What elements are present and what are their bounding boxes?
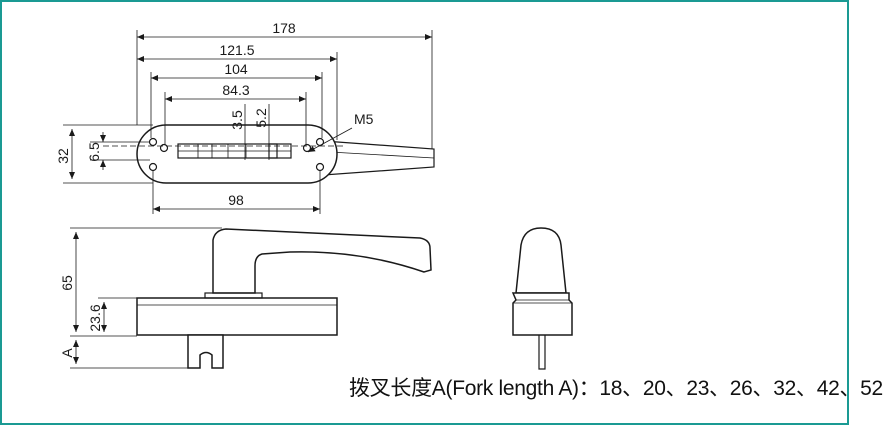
dim-base-height: 32 (55, 148, 71, 164)
dim-side-base-height: 23.6 (87, 304, 103, 331)
fork-length-caption: 拨叉长度A(Fork length A)：18、20、23、26、32、42、5… (349, 377, 883, 400)
end-view (511, 227, 573, 370)
dim-slot-offset-b: 5.2 (253, 108, 269, 128)
thread-label: M5 (354, 111, 374, 127)
top-view: 178 121.5 104 84.3 3.5 5.2 M5 32 6.5 (55, 20, 435, 214)
top-view-base-plate (136, 124, 338, 184)
end-view-handle (515, 227, 567, 294)
end-view-base (511, 292, 573, 336)
technical-drawing: 178 121.5 104 84.3 3.5 5.2 M5 32 6.5 (55, 20, 573, 370)
dim-overall-height: 65 (59, 275, 75, 291)
side-view-base (136, 297, 338, 336)
dim-overall-length: 178 (272, 20, 296, 36)
dim-hole-spacing: 6.5 (86, 142, 102, 162)
dim-slot-offset-a: 3.5 (229, 110, 245, 130)
dim-bottom-length: 98 (228, 192, 244, 208)
dim-fork-length: A (59, 348, 75, 358)
dim-length-121: 121.5 (219, 42, 254, 58)
side-view: 65 23.6 A (59, 227, 432, 369)
drawing-frame (0, 0, 849, 425)
side-view-fork (187, 334, 224, 369)
end-view-spindle (538, 335, 546, 370)
dim-length-84: 84.3 (222, 82, 249, 98)
dim-length-104: 104 (224, 61, 248, 77)
side-view-lever (212, 228, 432, 294)
